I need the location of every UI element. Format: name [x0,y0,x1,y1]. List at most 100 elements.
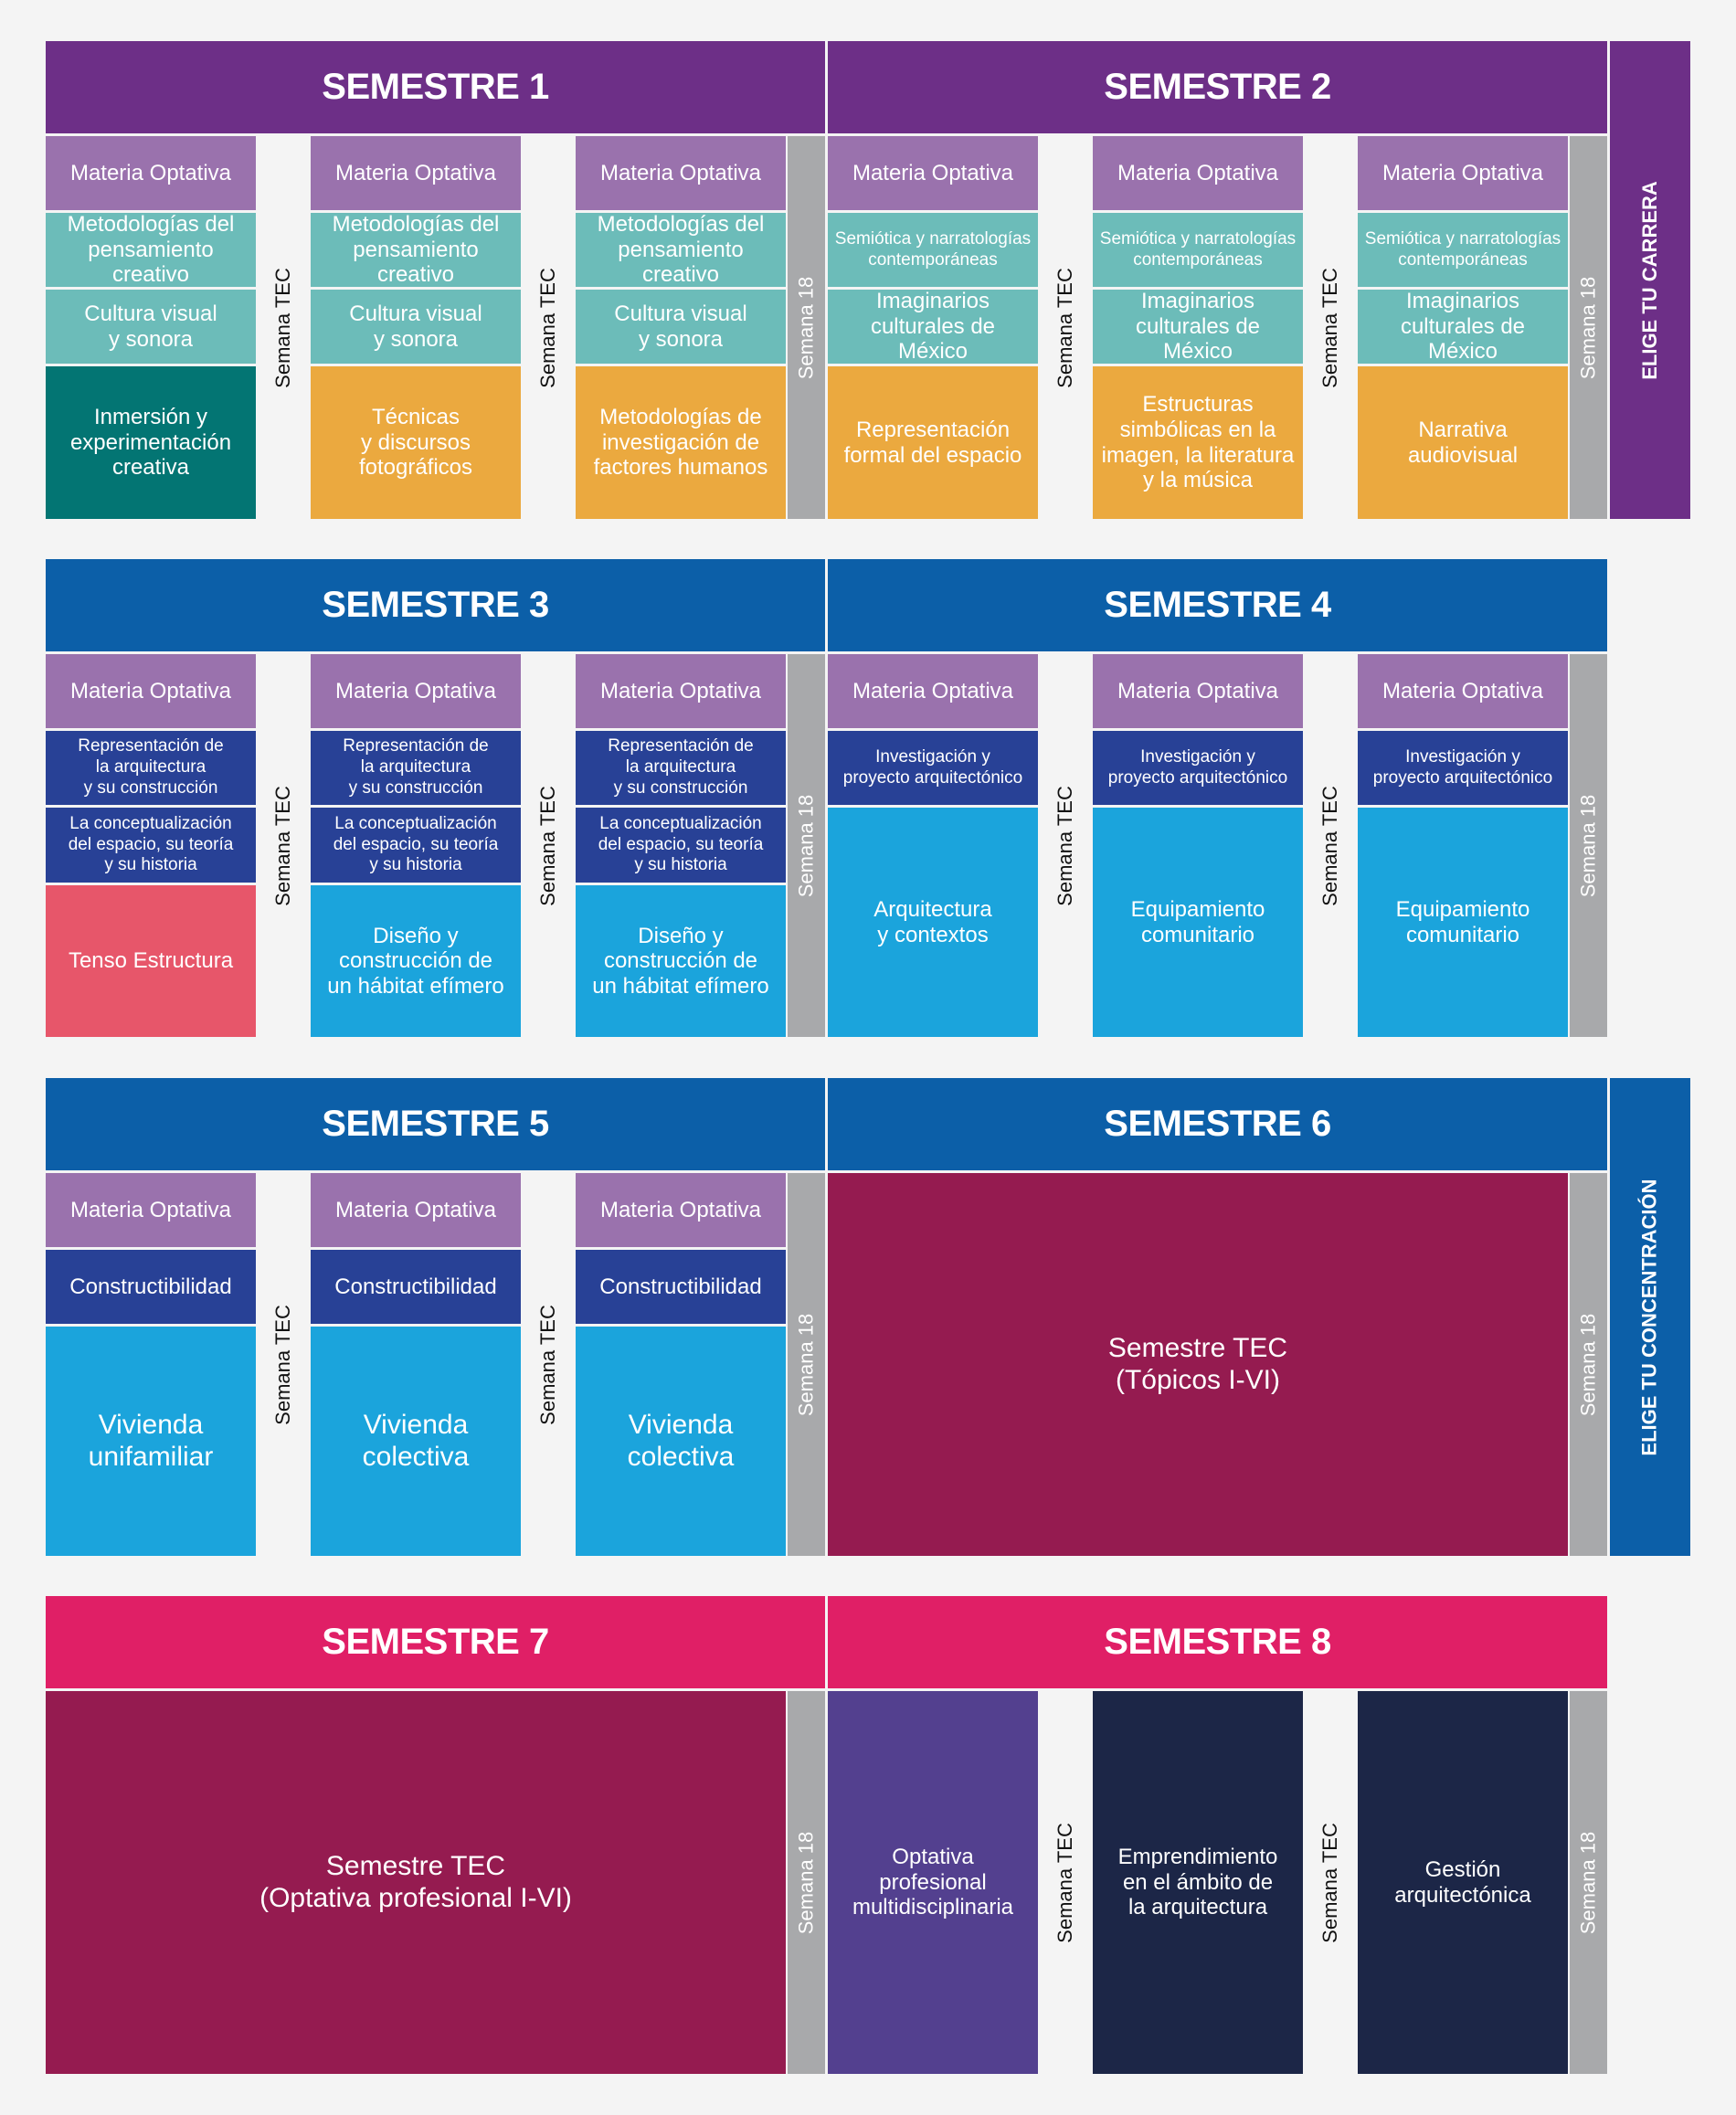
elige-tu-carrera-label: ELIGE TU CARRERA [1638,180,1661,380]
semana-tec-label: Semana TEC [271,1304,294,1425]
semana-18-column: Semana 18 [788,654,825,1037]
semester-6-header: SEMESTRE 6 [828,1078,1607,1170]
semana-tec-label: Semana TEC [536,267,559,388]
course-constructibilidad: Constructibilidad [46,1250,256,1324]
course-semestre-tec-optativa: Semestre TEC (Optativa profesional I-VI) [46,1691,786,2074]
course-investigacion-proyecto: Investigación y proyecto arquitectónico [1093,731,1303,805]
course-estructuras-simbolicas: Estructuras simbólicas en la imagen, la … [1093,366,1303,519]
course-semiotica: Semiótica y narratologías contemporáneas [828,213,1038,287]
course-constructibilidad: Constructibilidad [576,1250,786,1324]
semana-tec-column: Semana TEC [1303,654,1358,1037]
semana-18-label: Semana 18 [1576,1313,1600,1416]
course-materia-optativa: Materia Optativa [1358,654,1568,728]
semana-tec-column: Semana TEC [256,654,311,1037]
course-materia-optativa: Materia Optativa [576,1173,786,1247]
course-conceptualizacion: La conceptualización del espacio, su teo… [46,808,256,883]
course-investigacion-proyecto: Investigación y proyecto arquitectónico [1358,731,1568,805]
semana-tec-column: Semana TEC [521,136,576,519]
course-cultura-visual: Cultura visual y sonora [311,290,521,364]
course-constructibilidad: Constructibilidad [311,1250,521,1324]
course-vivienda-colectiva: Vivienda colectiva [311,1327,521,1556]
course-imaginarios: Imaginarios culturales de México [1358,289,1568,364]
semester-7-header: SEMESTRE 7 [46,1596,825,1688]
semester-1-header: SEMESTRE 1 [46,41,825,133]
semana-tec-label: Semana TEC [271,267,294,388]
semana-18-label: Semana 18 [794,794,818,897]
course-materia-optativa: Materia Optativa [46,136,256,210]
course-gestion-arquitectonica: Gestión arquitectónica [1358,1691,1568,2074]
course-materia-optativa: Materia Optativa [828,654,1038,728]
course-semiotica: Semiótica y narratologías contemporáneas [1093,213,1303,287]
course-semiotica: Semiótica y narratologías contemporáneas [1358,213,1568,287]
course-habitat-efimero: Diseño y construcción de un hábitat efím… [576,885,786,1037]
course-materia-optativa: Materia Optativa [311,136,521,210]
semana-18-label: Semana 18 [794,1831,818,1934]
course-conceptualizacion: La conceptualización del espacio, su teo… [311,808,521,883]
course-imaginarios: Imaginarios culturales de México [828,289,1038,364]
semana-18-label: Semana 18 [1576,276,1600,379]
semana-18-column: Semana 18 [1570,1173,1607,1556]
semester-3-header: SEMESTRE 3 [46,559,825,651]
course-materia-optativa: Materia Optativa [576,654,786,728]
course-metodologias-pensamiento: Metodologías del pensamiento creativo [46,212,256,287]
course-materia-optativa: Materia Optativa [1093,136,1303,210]
semester-2-header: SEMESTRE 2 [828,41,1607,133]
course-metodologias-pensamiento: Metodologías del pensamiento creativo [311,212,521,287]
elige-tu-concentracion-label: ELIGE TU CONCENTRACIÓN [1638,1178,1661,1456]
semana-tec-label: Semana TEC [1053,1822,1076,1943]
semana-tec-column: Semana TEC [1303,1691,1358,2074]
course-materia-optativa: Materia Optativa [828,136,1038,210]
course-cultura-visual: Cultura visual y sonora [46,290,256,364]
semana-tec-column: Semana TEC [256,1173,311,1556]
elige-tu-concentracion-banner: ELIGE TU CONCENTRACIÓN [1610,1078,1690,1556]
course-materia-optativa: Materia Optativa [576,136,786,210]
semana-18-column: Semana 18 [1570,1691,1607,2074]
semana-18-column: Semana 18 [1570,136,1607,519]
course-metodologias-pensamiento: Metodologías del pensamiento creativo [576,212,786,287]
semester-8-header: SEMESTRE 8 [828,1596,1607,1688]
course-materia-optativa: Materia Optativa [311,654,521,728]
course-equipamiento-comunitario: Equipamiento comunitario [1358,808,1568,1037]
semana-18-column: Semana 18 [788,136,825,519]
course-tecnicas-fotograficos: Técnicas y discursos fotográficos [311,366,521,519]
semana-tec-label: Semana TEC [271,785,294,906]
course-investigacion-proyecto: Investigación y proyecto arquitectónico [828,731,1038,805]
elige-tu-carrera-banner: ELIGE TU CARRERA [1610,41,1690,519]
course-representacion-formal: Representación formal del espacio [828,366,1038,519]
semana-tec-label: Semana TEC [1318,1822,1341,1943]
course-conceptualizacion: La conceptualización del espacio, su teo… [576,808,786,883]
course-materia-optativa: Materia Optativa [311,1173,521,1247]
course-inmersion: Inmersión y experimentación creativa [46,366,256,519]
semana-18-column: Semana 18 [1570,654,1607,1037]
semana-tec-column: Semana TEC [521,654,576,1037]
course-semestre-tec-topicos: Semestre TEC (Tópicos I-VI) [828,1173,1568,1556]
semana-tec-label: Semana TEC [536,785,559,906]
course-vivienda-colectiva: Vivienda colectiva [576,1327,786,1556]
semana-tec-label: Semana TEC [1318,785,1341,906]
course-representacion-arquitectura: Representación de la arquitectura y su c… [576,731,786,805]
course-optativa-multidisciplinaria: Optativa profesional multidisciplinaria [828,1691,1038,2074]
course-materia-optativa: Materia Optativa [46,1173,256,1247]
semana-tec-label: Semana TEC [1053,785,1076,906]
semana-tec-column: Semana TEC [521,1173,576,1556]
semana-tec-column: Semana TEC [256,136,311,519]
semester-5-header: SEMESTRE 5 [46,1078,825,1170]
semana-18-column: Semana 18 [788,1691,825,2074]
course-equipamiento-comunitario: Equipamiento comunitario [1093,808,1303,1037]
semana-18-column: Semana 18 [788,1173,825,1556]
course-habitat-efimero: Diseño y construcción de un hábitat efím… [311,885,521,1037]
semana-tec-column: Semana TEC [1303,136,1358,519]
course-narrativa: Narrativa audiovisual [1358,366,1568,519]
course-emprendimiento: Emprendimiento en el ámbito de la arquit… [1093,1691,1303,2074]
semana-18-label: Semana 18 [1576,794,1600,897]
semana-tec-column: Semana TEC [1038,1691,1093,2074]
course-imaginarios: Imaginarios culturales de México [1093,289,1303,364]
course-representacion-arquitectura: Representación de la arquitectura y su c… [46,731,256,805]
semana-18-label: Semana 18 [1576,1831,1600,1934]
semana-tec-column: Semana TEC [1038,654,1093,1037]
course-tenso-estructura: Tenso Estructura [46,885,256,1037]
semester-4-header: SEMESTRE 4 [828,559,1607,651]
course-metodologias-investigacion: Metodologías de investigación de factore… [576,366,786,519]
semana-tec-label: Semana TEC [1318,267,1341,388]
semana-18-label: Semana 18 [794,276,818,379]
